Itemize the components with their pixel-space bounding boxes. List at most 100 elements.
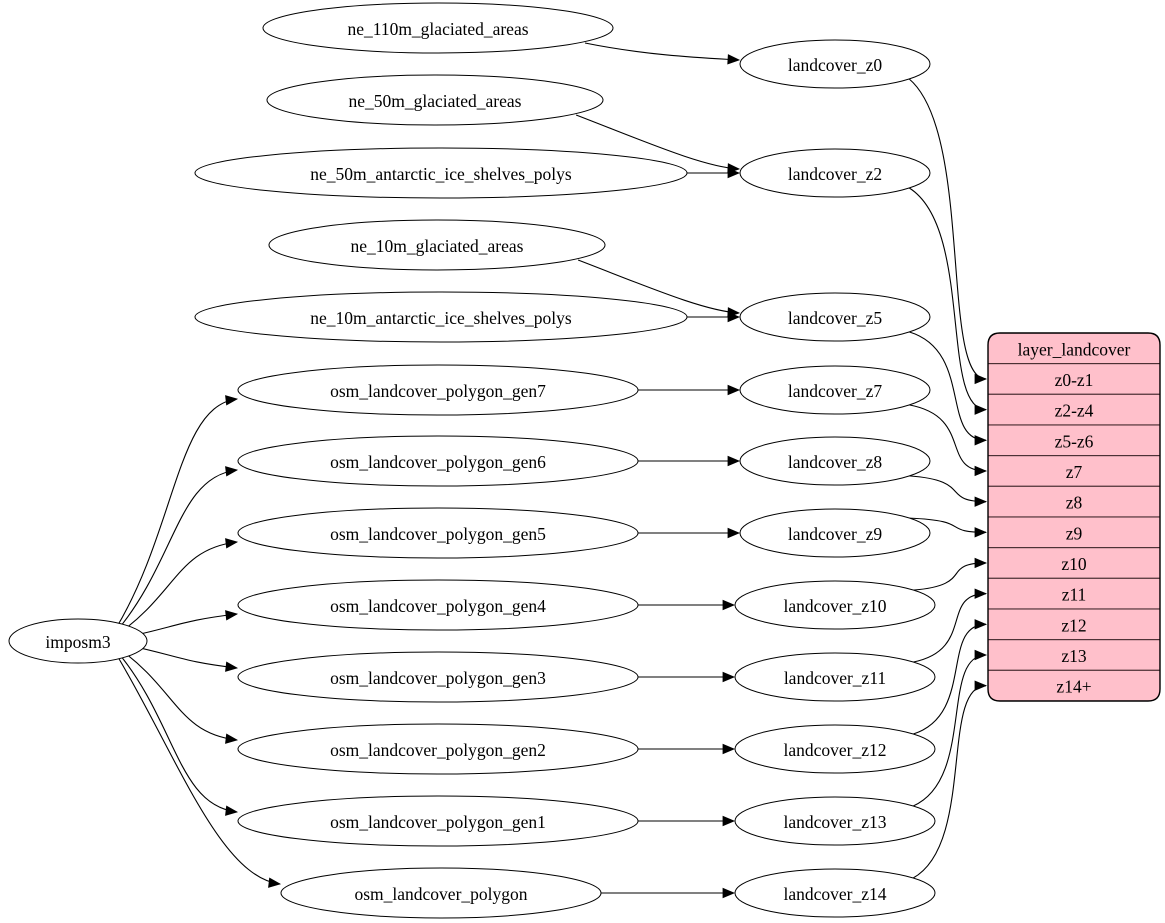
edge-arrowhead bbox=[727, 54, 741, 65]
node-ne_50m_glaciated_areas[interactable]: ne_50m_glaciated_areas bbox=[266, 74, 604, 126]
node-landcover_z7[interactable]: landcover_z7 bbox=[739, 365, 931, 415]
table-row-label: z14+ bbox=[1056, 677, 1091, 697]
table-row[interactable] bbox=[988, 455, 1160, 487]
node-osm_landcover_polygon_gen1[interactable]: osm_landcover_polygon_gen1 bbox=[237, 795, 639, 847]
layer-landcover-table[interactable]: layer_landcoverz0-z1z2-z4z5-z6z7z8z9z10z… bbox=[987, 332, 1161, 702]
table-row[interactable] bbox=[988, 608, 1160, 641]
edge-arrowhead bbox=[722, 743, 736, 755]
edge bbox=[115, 541, 238, 637]
node-osm_landcover_polygon_gen2[interactable]: osm_landcover_polygon_gen2 bbox=[237, 723, 639, 775]
table-row[interactable] bbox=[988, 669, 1160, 701]
node-shape bbox=[266, 74, 604, 126]
node-shape bbox=[734, 724, 936, 774]
node-label: osm_landcover_polygon_gen1 bbox=[330, 812, 546, 832]
node-label: landcover_z7 bbox=[788, 381, 883, 401]
edge bbox=[115, 469, 238, 633]
edge bbox=[115, 649, 238, 813]
table-row[interactable] bbox=[988, 639, 1160, 671]
edge-arrowhead bbox=[974, 680, 988, 691]
node-label: landcover_z5 bbox=[788, 308, 883, 328]
edge bbox=[115, 398, 238, 629]
node-osm_landcover_polygon[interactable]: osm_landcover_polygon bbox=[280, 867, 602, 919]
node-landcover_z12[interactable]: landcover_z12 bbox=[734, 724, 936, 774]
node-landcover_z5[interactable]: landcover_z5 bbox=[739, 292, 931, 342]
node-shape bbox=[739, 39, 931, 89]
edge-arrowhead bbox=[225, 466, 239, 477]
node-landcover_z14[interactable]: landcover_z14 bbox=[734, 868, 936, 918]
edge-arrowhead bbox=[727, 527, 741, 539]
edge-arrowhead bbox=[974, 496, 988, 507]
edge-arrowhead bbox=[974, 404, 988, 415]
node-shape bbox=[194, 147, 688, 199]
edge bbox=[575, 114, 740, 170]
edge-arrowhead bbox=[225, 805, 239, 816]
edge-arrowhead bbox=[974, 619, 988, 630]
node-landcover_z2[interactable]: landcover_z2 bbox=[739, 148, 931, 198]
node-label: osm_landcover_polygon_gen2 bbox=[330, 740, 546, 760]
edge-arrowhead bbox=[722, 815, 736, 827]
node-shape bbox=[734, 580, 936, 630]
node-osm_landcover_polygon_gen6[interactable]: osm_landcover_polygon_gen6 bbox=[237, 435, 639, 487]
node-label: landcover_z12 bbox=[783, 740, 886, 760]
node-imposm3[interactable]: imposm3 bbox=[8, 618, 148, 664]
edge-arrowhead bbox=[225, 610, 239, 621]
node-label: landcover_z2 bbox=[788, 164, 882, 184]
edge-arrowhead bbox=[727, 384, 741, 396]
edge bbox=[912, 623, 987, 735]
node-label: osm_landcover_polygon bbox=[354, 884, 527, 904]
node-shape bbox=[194, 291, 688, 343]
node-landcover_z10[interactable]: landcover_z10 bbox=[734, 580, 936, 630]
node-osm_landcover_polygon_gen7[interactable]: osm_landcover_polygon_gen7 bbox=[237, 364, 639, 416]
node-label: osm_landcover_polygon_gen6 bbox=[330, 452, 546, 472]
node-ne_10m_glaciated_areas[interactable]: ne_10m_glaciated_areas bbox=[268, 219, 606, 271]
table-row-label: z8 bbox=[1066, 493, 1083, 513]
table-row-label: z7 bbox=[1066, 462, 1083, 482]
table-row-label: z10 bbox=[1061, 554, 1087, 574]
node-ne_50m_antarctic_ice_shelves_polys[interactable]: ne_50m_antarctic_ice_shelves_polys bbox=[194, 147, 688, 199]
edge bbox=[908, 187, 987, 411]
edge-arrowhead bbox=[722, 887, 736, 899]
edge-arrowhead bbox=[268, 877, 282, 888]
node-label: landcover_z0 bbox=[788, 55, 883, 75]
node-label: ne_10m_antarctic_ice_shelves_polys bbox=[310, 308, 572, 328]
edge bbox=[115, 653, 281, 885]
node-ne_110m_glaciated_areas[interactable]: ne_110m_glaciated_areas bbox=[262, 2, 614, 54]
node-shape bbox=[739, 436, 931, 486]
node-label: ne_50m_antarctic_ice_shelves_polys bbox=[310, 164, 572, 184]
node-osm_landcover_polygon_gen4[interactable]: osm_landcover_polygon_gen4 bbox=[237, 579, 639, 631]
node-osm_landcover_polygon_gen3[interactable]: osm_landcover_polygon_gen3 bbox=[237, 651, 639, 703]
node-landcover_z11[interactable]: landcover_z11 bbox=[734, 652, 936, 702]
edge-arrowhead bbox=[225, 733, 239, 744]
node-ne_10m_antarctic_ice_shelves_polys[interactable]: ne_10m_antarctic_ice_shelves_polys bbox=[194, 291, 688, 343]
table-row[interactable] bbox=[988, 424, 1160, 457]
node-label: imposm3 bbox=[45, 632, 110, 652]
node-landcover_z0[interactable]: landcover_z0 bbox=[739, 39, 931, 89]
edge-arrowhead bbox=[225, 538, 239, 549]
node-landcover_z13[interactable]: landcover_z13 bbox=[734, 796, 936, 846]
table-row[interactable] bbox=[988, 547, 1160, 579]
node-shape bbox=[237, 651, 639, 703]
node-label: osm_landcover_polygon_gen7 bbox=[330, 381, 546, 401]
edge-arrowhead bbox=[225, 395, 239, 406]
edge bbox=[584, 42, 740, 61]
node-landcover_z9[interactable]: landcover_z9 bbox=[739, 508, 931, 558]
node-shape bbox=[739, 365, 931, 415]
node-shape bbox=[237, 435, 639, 487]
node-shape bbox=[237, 795, 639, 847]
edge-arrowhead bbox=[722, 671, 736, 683]
node-shape bbox=[237, 723, 639, 775]
node-shape bbox=[739, 292, 931, 342]
node-osm_landcover_polygon_gen5[interactable]: osm_landcover_polygon_gen5 bbox=[237, 507, 639, 559]
node-landcover_z8[interactable]: landcover_z8 bbox=[739, 436, 931, 486]
table-row-label: z12 bbox=[1061, 615, 1086, 635]
node-shape bbox=[262, 2, 614, 54]
edge bbox=[909, 517, 987, 533]
table-row[interactable] bbox=[988, 485, 1160, 518]
edge bbox=[912, 685, 987, 879]
edges-layer bbox=[115, 42, 988, 899]
node-label: landcover_z8 bbox=[788, 452, 883, 472]
node-shape bbox=[739, 148, 931, 198]
nodes-layer: imposm3 ne_110m_glaciated_areas ne_50m_gla… bbox=[8, 2, 936, 919]
edge-arrowhead bbox=[974, 649, 988, 661]
edge bbox=[115, 645, 238, 741]
